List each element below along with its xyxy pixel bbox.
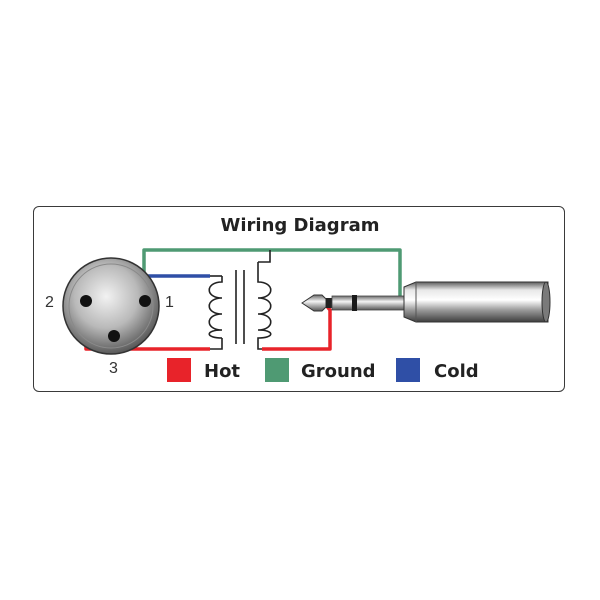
legend: Hot Ground Cold xyxy=(167,358,479,382)
pin-2-label: 2 xyxy=(45,294,54,311)
xlr-connector-icon xyxy=(62,257,160,355)
pin-1 xyxy=(139,295,151,307)
legend-swatch-hot xyxy=(167,358,191,382)
phone-plug-icon xyxy=(301,281,551,323)
pin-2 xyxy=(80,295,92,307)
pin-3-label: 3 xyxy=(109,360,118,377)
legend-label-ground: Ground xyxy=(301,361,376,382)
legend-swatch-ground xyxy=(265,358,289,382)
transformer-icon xyxy=(208,250,272,350)
pin-3 xyxy=(108,330,120,342)
legend-label-hot: Hot xyxy=(204,361,240,382)
diagram-title: Wiring Diagram xyxy=(220,215,380,236)
legend-label-cold: Cold xyxy=(434,361,479,382)
pin-1-label: 1 xyxy=(165,294,174,311)
legend-swatch-cold xyxy=(396,358,420,382)
